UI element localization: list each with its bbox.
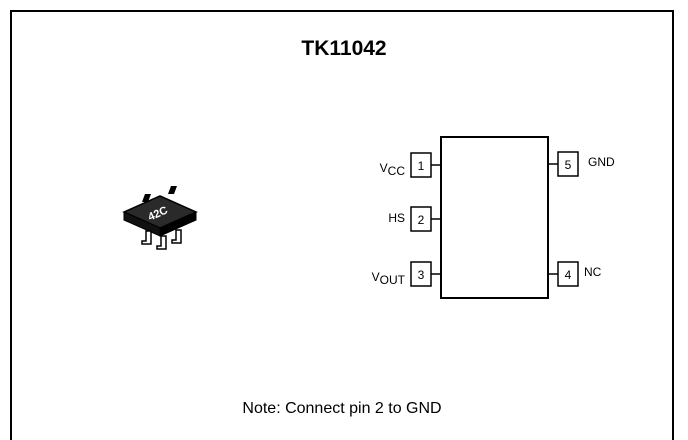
pin-3-number: 3 <box>418 268 425 282</box>
note-text: Note: Connect pin 2 to GND <box>242 400 441 417</box>
pin-2-number: 2 <box>418 213 425 227</box>
pin-5: 5 GND <box>548 151 615 177</box>
pin-2: 2 HS <box>388 206 441 232</box>
pin-5-label: GND <box>588 155 615 169</box>
package-illustration: 42C <box>122 186 198 250</box>
pin-4: 4 NC <box>548 261 602 287</box>
diagram-title: TK11042 <box>301 37 386 60</box>
pin-4-label: NC <box>584 265 602 279</box>
ic-body <box>440 136 549 299</box>
pin-1-number: 1 <box>418 159 425 173</box>
pin-4-number: 4 <box>565 268 572 282</box>
pin-3: 3 VOUT <box>372 261 441 287</box>
pin-1-label: VCC <box>380 161 406 178</box>
pin-3-label: VOUT <box>372 270 406 287</box>
pinout-diagram: TK11042 42C 1 VCC 2 HS 3 VOUT <box>122 37 615 417</box>
pin-5-number: 5 <box>565 158 572 172</box>
pin-2-label: HS <box>388 211 405 225</box>
diagram-frame <box>10 10 674 440</box>
pin-1: 1 VCC <box>380 152 441 178</box>
